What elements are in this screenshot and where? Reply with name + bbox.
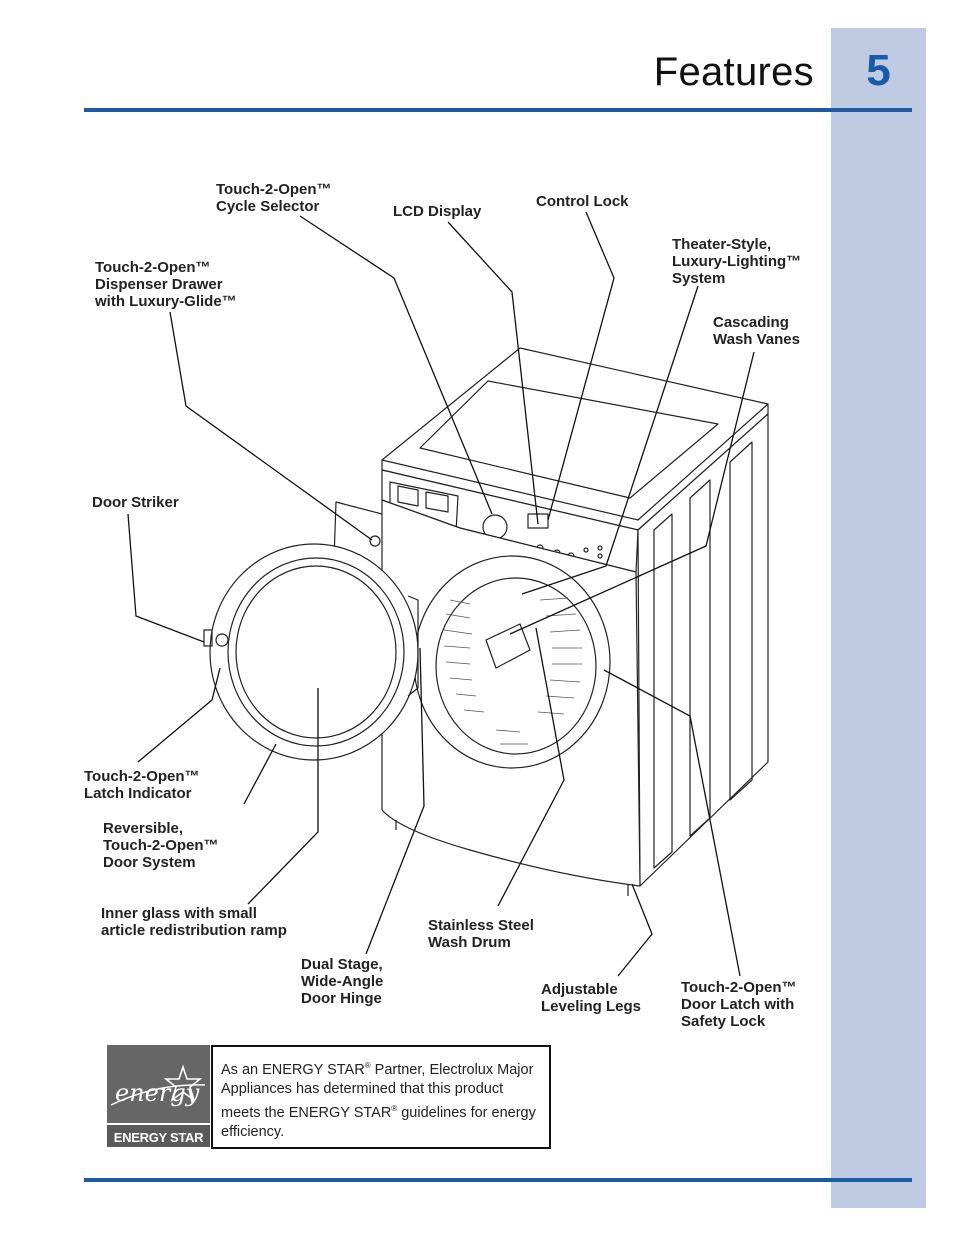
label-control-lock: Control Lock	[536, 193, 629, 210]
footer-rule	[84, 1178, 912, 1182]
label-door-system: Reversible, Touch-2-Open™ Door System	[103, 820, 219, 871]
label-door-hinge: Dual Stage, Wide-Angle Door Hinge	[301, 956, 384, 1007]
page-number: 5	[866, 46, 891, 95]
energy-star-logo: energy ENERGY STAR	[107, 1045, 210, 1147]
registered-mark: ®	[364, 1061, 371, 1070]
label-door-latch: Touch-2-Open™ Door Latch with Safety Loc…	[681, 979, 797, 1030]
registered-mark: ®	[391, 1103, 398, 1113]
label-inner-glass: Inner glass with small article redistrib…	[101, 905, 287, 939]
energy-star-text-3: guidelines for energy efficiency.	[221, 1104, 536, 1140]
energy-star-statement: As an ENERGY STAR® Partner, Electrolux M…	[221, 1056, 541, 1142]
label-door-striker: Door Striker	[92, 494, 179, 511]
energy-star-text-1: As an ENERGY STAR	[221, 1061, 365, 1078]
label-stainless-drum: Stainless Steel Wash Drum	[428, 917, 534, 951]
label-latch-indicator: Touch-2-Open™ Latch Indicator	[84, 768, 200, 802]
label-dispenser-drawer: Touch-2-Open™ Dispenser Drawer with Luxu…	[95, 259, 237, 310]
energy-star-icon: energy	[110, 1064, 206, 1107]
energy-star-script: energy	[115, 1079, 200, 1107]
energy-star-text-2: Partner, Electrolux Major Appliances has…	[221, 1061, 534, 1121]
page-title: Features	[653, 50, 814, 94]
label-lcd-display: LCD Display	[393, 203, 482, 220]
header-rule	[84, 108, 912, 112]
side-tab	[831, 28, 926, 1208]
label-cycle-selector: Touch-2-Open™ Cycle Selector	[216, 181, 332, 215]
label-leveling-legs: Adjustable Leveling Legs	[541, 981, 642, 1015]
energy-star-box	[211, 1045, 551, 1149]
label-wash-vanes: Cascading Wash Vanes	[713, 314, 800, 348]
label-theater-lighting: Theater-Style, Luxury-Lighting™ System	[672, 236, 802, 287]
energy-star-band	[107, 1123, 210, 1147]
energy-star-logo-label: ENERGY STAR	[113, 1130, 204, 1145]
